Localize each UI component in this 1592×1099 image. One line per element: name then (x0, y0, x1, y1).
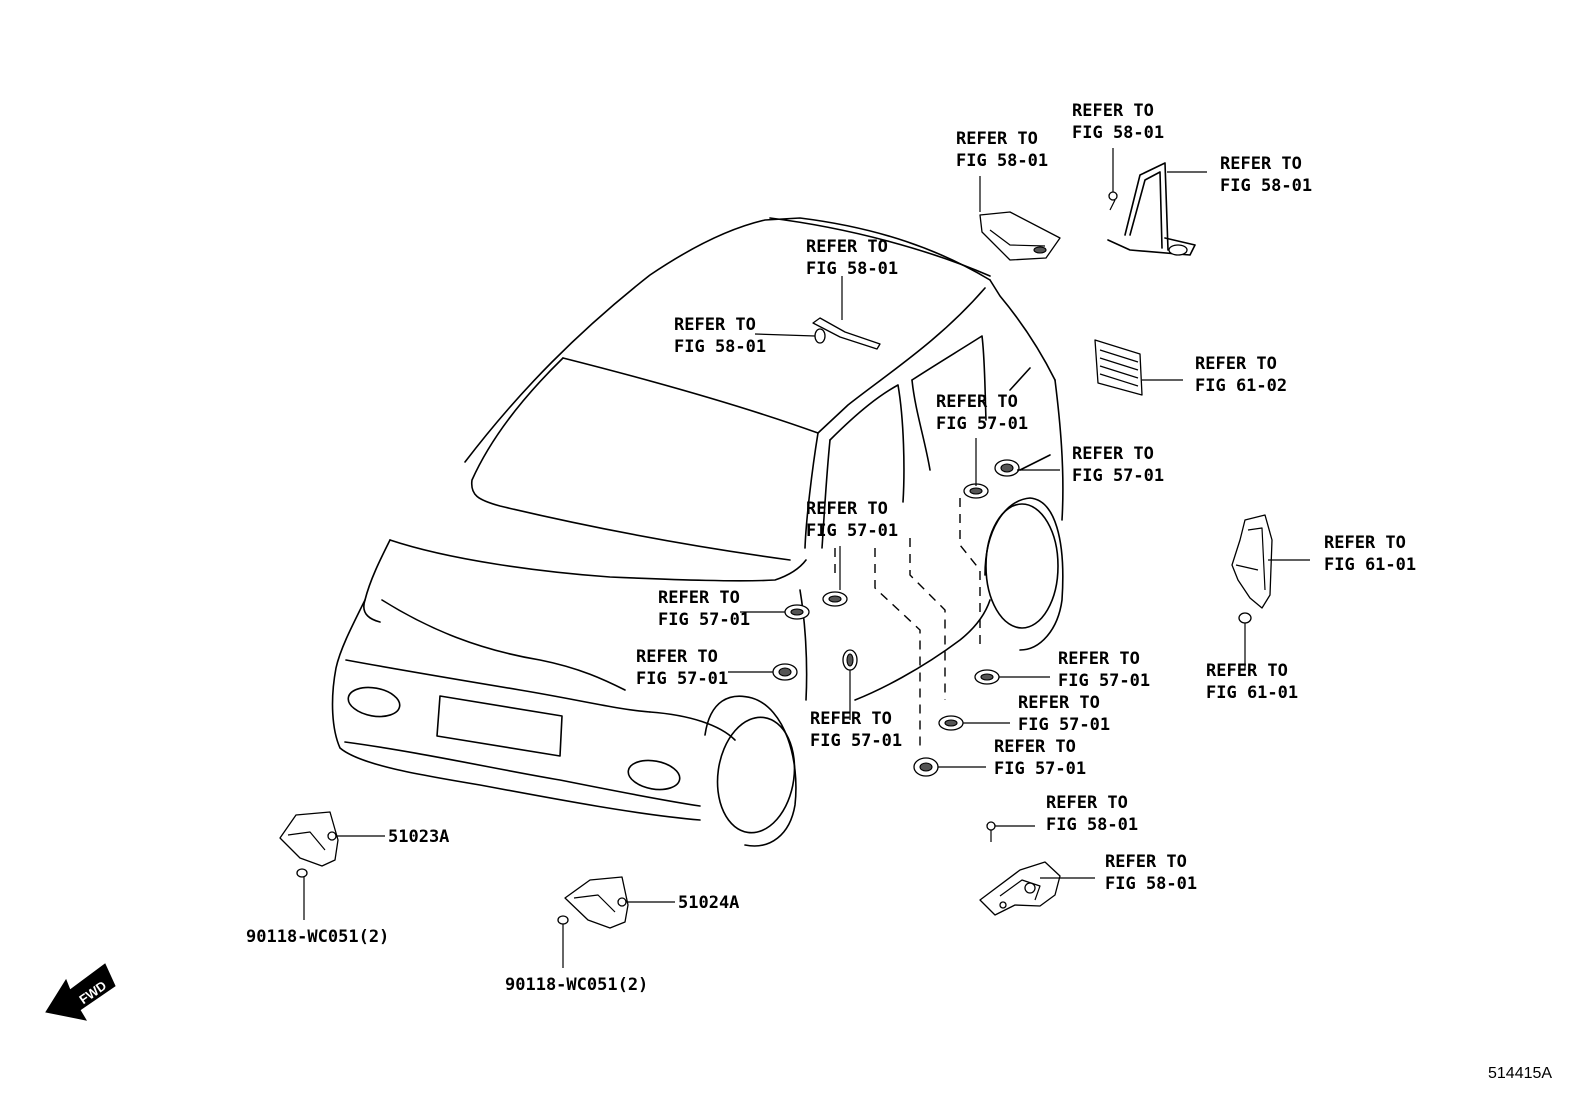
callout-line1: REFER TO (1046, 793, 1128, 813)
callout-line2: FIG 57-01 (1018, 715, 1110, 735)
callout-line1: REFER TO (956, 129, 1038, 149)
callout-c19[interactable]: REFER TO FIG 58-01 (1046, 793, 1138, 835)
callout-c20[interactable]: REFER TO FIG 58-01 (1105, 852, 1197, 894)
callout-c13[interactable]: REFER TO FIG 57-01 (636, 647, 728, 689)
callout-line1: REFER TO (1072, 101, 1154, 121)
callout-c10[interactable]: REFER TO FIG 61-01 (1324, 533, 1416, 575)
callout-c3[interactable]: REFER TO FIG 58-01 (1220, 154, 1312, 196)
callout-line2: FIG 57-01 (806, 521, 898, 541)
callout-line1: REFER TO (1105, 852, 1187, 872)
figure-number: 514415A (1488, 1065, 1552, 1082)
callout-line2: FIG 57-01 (810, 731, 902, 751)
tray-part (979, 211, 1061, 261)
bracket-51023a (279, 811, 339, 878)
callout-line2: FIG 58-01 (1072, 123, 1164, 143)
callout-line2: FIG 57-01 (1072, 466, 1164, 486)
bracket-51024a (557, 876, 629, 929)
callout-c15[interactable]: REFER TO FIG 57-01 (1058, 649, 1150, 691)
wire-bracket-part (1107, 162, 1196, 256)
callout-line2: FIG 61-01 (1206, 683, 1298, 703)
callout-line2: FIG 58-01 (806, 259, 898, 279)
callout-line2: FIG 58-01 (1105, 874, 1197, 894)
grommets (772, 328, 1020, 777)
callout-c12[interactable]: REFER TO FIG 57-01 (658, 588, 750, 630)
leader-lines (303, 148, 1310, 968)
grille-part (1094, 339, 1143, 396)
callout-c17[interactable]: REFER TO FIG 57-01 (994, 737, 1086, 779)
callout-line2: FIG 58-01 (1220, 176, 1312, 196)
callout-line2: FIG 61-01 (1324, 555, 1416, 575)
callout-line2: FIG 61-02 (1195, 376, 1287, 396)
callout-c7[interactable]: REFER TO FIG 57-01 (936, 392, 1028, 434)
callout-line1: REFER TO (1058, 649, 1140, 669)
callout-c6[interactable]: REFER TO FIG 61-02 (1195, 354, 1287, 396)
callout-line2: FIG 58-01 (1046, 815, 1138, 835)
callout-line2: FIG 58-01 (956, 151, 1048, 171)
callout-line2: FIG 57-01 (1058, 671, 1150, 691)
dashed-connectors (834, 498, 981, 750)
callout-c4[interactable]: REFER TO FIG 58-01 (806, 237, 898, 279)
callout-line2: FIG 57-01 (936, 414, 1028, 434)
callout-line1: REFER TO (810, 709, 892, 729)
callout-line1: REFER TO (806, 237, 888, 257)
callout-line1: REFER TO (1206, 661, 1288, 681)
callout-line2: FIG 57-01 (636, 669, 728, 689)
callout-c16[interactable]: REFER TO FIG 57-01 (1018, 693, 1110, 735)
vehicle-body-outline (331, 217, 1064, 847)
fwd-arrow-icon: FWD (45, 963, 116, 1021)
callout-c8[interactable]: REFER TO FIG 57-01 (1072, 444, 1164, 486)
callout-line1: REFER TO (1324, 533, 1406, 553)
part-number-51024a[interactable]: 51024A (678, 893, 739, 913)
callout-line1: REFER TO (1018, 693, 1100, 713)
roof-strip-part (812, 317, 881, 350)
callout-line1: REFER TO (806, 499, 888, 519)
part-number-51023a[interactable]: 51023A (388, 827, 449, 847)
part-number-bolt-b[interactable]: 90118-WC051(2) (505, 975, 648, 995)
callout-c14[interactable]: REFER TO FIG 57-01 (810, 709, 902, 751)
callout-line1: REFER TO (636, 647, 718, 667)
callout-line1: REFER TO (1195, 354, 1277, 374)
callout-line1: REFER TO (1072, 444, 1154, 464)
callout-line1: REFER TO (1220, 154, 1302, 174)
callout-line1: REFER TO (658, 588, 740, 608)
callout-line2: FIG 57-01 (994, 759, 1086, 779)
part-number-bolt-a[interactable]: 90118-WC051(2) (246, 927, 389, 947)
callout-c11[interactable]: REFER TO FIG 61-01 (1206, 661, 1298, 703)
callout-line2: FIG 57-01 (658, 610, 750, 630)
callout-c2[interactable]: REFER TO FIG 58-01 (1072, 101, 1164, 143)
callout-line2: FIG 58-01 (674, 337, 766, 357)
side-bracket-part (1231, 514, 1273, 624)
callout-line1: REFER TO (936, 392, 1018, 412)
callout-c5[interactable]: REFER TO FIG 58-01 (674, 315, 766, 357)
callout-line1: REFER TO (674, 315, 756, 335)
callout-line1: REFER TO (994, 737, 1076, 757)
callout-c1[interactable]: REFER TO FIG 58-01 (956, 129, 1048, 171)
shield-part (979, 821, 1061, 916)
callout-c9[interactable]: REFER TO FIG 57-01 (806, 499, 898, 541)
